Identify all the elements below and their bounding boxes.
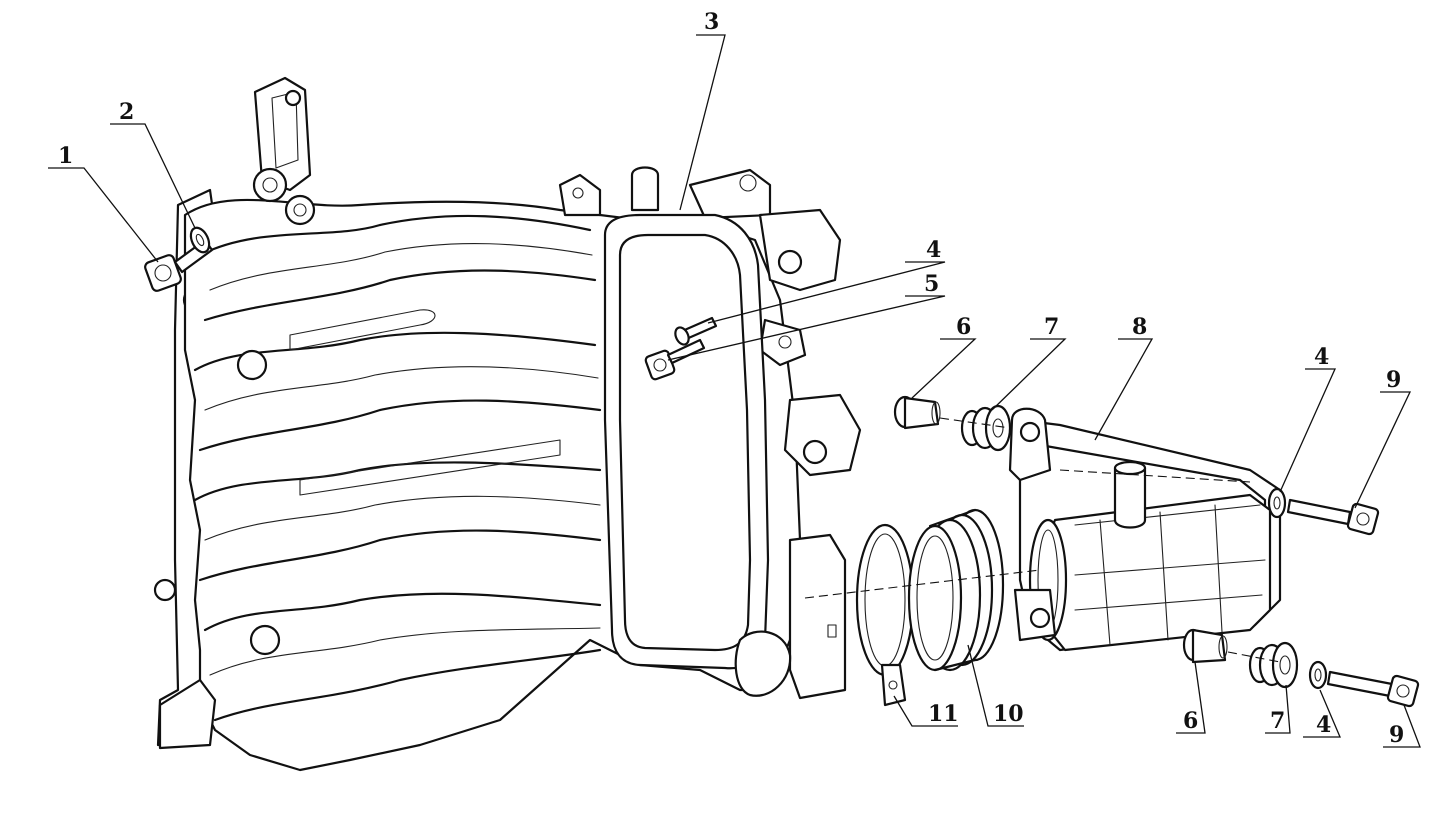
callout-5: 5 <box>924 271 939 297</box>
leader-lines <box>48 34 1421 748</box>
sleeve-part-6-lower <box>1182 628 1228 664</box>
intake-manifold <box>153 76 862 772</box>
sleeve-part-6-upper <box>893 395 941 430</box>
rubber-bellows-part-10 <box>907 508 1005 672</box>
bolt-part-5 <box>644 338 706 381</box>
callout-10: 10 <box>993 701 1024 727</box>
callout-9-upper: 9 <box>1386 367 1401 393</box>
hose-clamp-part-11 <box>855 523 915 707</box>
bolt-part-9-lower <box>1326 670 1420 708</box>
grommet-part-7-upper <box>960 404 1012 452</box>
callout-2: 2 <box>119 99 134 125</box>
callout-6-lower: 6 <box>1183 708 1198 734</box>
callout-7-lower: 7 <box>1270 708 1285 734</box>
callout-1: 1 <box>58 143 73 169</box>
washer-part-4-lower <box>1308 660 1328 690</box>
callout-4-lower: 4 <box>1316 712 1331 738</box>
callout-labels: 1 2 3 4 5 6 7 8 4 9 11 10 6 7 4 9 <box>58 9 1404 748</box>
callout-6-upper: 6 <box>956 314 971 340</box>
callout-4-upper: 4 <box>926 237 941 263</box>
callout-4-right: 4 <box>1314 344 1329 370</box>
bolt-part-9-upper <box>1286 498 1380 536</box>
callout-3: 3 <box>704 9 719 35</box>
callout-8: 8 <box>1132 314 1147 340</box>
callout-11: 11 <box>928 701 959 727</box>
washer-part-4-right-upper <box>1267 487 1287 519</box>
assembly-axis-lines <box>804 417 1281 663</box>
grommet-part-7-lower <box>1248 641 1299 689</box>
screw-part-4-upper <box>674 316 718 346</box>
callout-9-lower: 9 <box>1389 722 1404 748</box>
callout-7-upper: 7 <box>1044 314 1059 340</box>
resonator-housing-part-8 <box>1008 407 1282 652</box>
